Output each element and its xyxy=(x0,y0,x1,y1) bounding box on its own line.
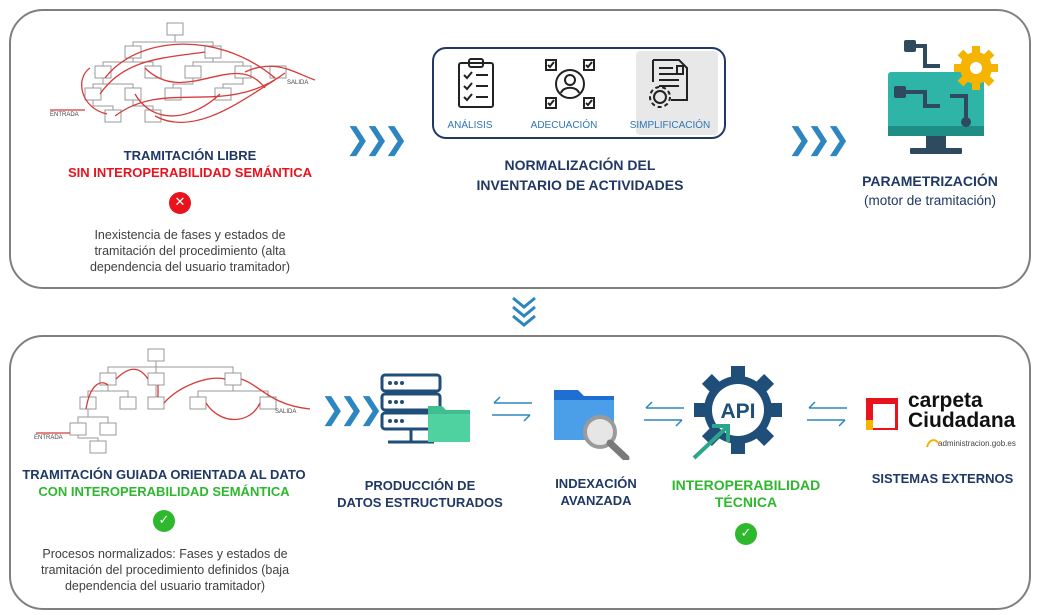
salida-label: SALIDA xyxy=(287,80,308,86)
chevrons-right-icon: ❯❯❯ xyxy=(345,122,408,157)
libre-description: Inexistencia de fases y estados de trami… xyxy=(89,228,291,274)
checklist-icon xyxy=(458,58,494,108)
bottom-panel xyxy=(9,335,1031,610)
chevrons-right-icon: ❯❯❯ xyxy=(320,392,383,427)
api-label: API xyxy=(720,400,755,423)
logo-word-1: carpeta xyxy=(908,389,983,412)
double-arrow-icon xyxy=(644,401,684,427)
free-flow-diagram: ENTRADA SALIDA xyxy=(50,22,316,124)
logo-word-2: Ciudadana xyxy=(908,409,1016,432)
user-check-icon xyxy=(545,59,595,109)
guided-flow-diagram: ENTRADA SALIDA xyxy=(34,348,311,454)
check-icon: ✓ xyxy=(153,510,175,532)
libre-title: TRAMITACIÓN LIBRE SIN INTEROPERABILIDAD … xyxy=(67,148,313,180)
document-gear-icon xyxy=(649,59,688,108)
double-arrow-icon xyxy=(492,396,532,422)
externos-title: SISTEMAS EXTERNOS xyxy=(871,471,1014,486)
entrada-label: ENTRADA xyxy=(34,435,63,441)
interop-title: INTEROPERABILIDAD TÉCNICA xyxy=(671,477,821,510)
activities-box xyxy=(432,47,726,139)
entrada-label: ENTRADA xyxy=(50,112,79,118)
label-adecuacion: ADECUACIÓN xyxy=(530,120,598,131)
server-folder-icon xyxy=(380,373,470,444)
api-gear-icon: API xyxy=(692,366,782,460)
label-analisis: ANÁLISIS xyxy=(447,120,493,131)
parametrizacion-subtitle: (motor de tramitación) xyxy=(863,193,997,208)
salida-label: SALIDA xyxy=(275,409,296,415)
label-simplificacion: SIMPLIFICACIÓN xyxy=(629,120,711,131)
guiada-title: TRAMITACIÓN GUIADA ORIENTADA AL DATO CON… xyxy=(22,467,306,499)
error-icon: ✕ xyxy=(169,192,191,214)
carpeta-ciudadana-logo: carpeta Ciudadana administracion.gob.es xyxy=(862,390,1032,460)
parametrizacion-title: PARAMETRIZACIÓN xyxy=(862,173,998,189)
logo-mark-icon xyxy=(866,398,898,430)
double-arrow-icon xyxy=(807,401,847,427)
logo-domain: administracion.gob.es xyxy=(938,439,1016,448)
check-icon: ✓ xyxy=(735,523,757,545)
chevrons-down-icon xyxy=(512,296,536,327)
produccion-title: PRODUCCIÓN DE DATOS ESTRUCTURADOS xyxy=(337,478,503,510)
normalizacion-title: NORMALIZACIÓN DEL INVENTARIO DE ACTIVIDA… xyxy=(476,157,684,193)
guiada-description: Procesos normalizados: Fases y estados d… xyxy=(40,547,290,593)
indexacion-title: INDEXACIÓN AVANZADA xyxy=(555,476,637,508)
chevrons-right-icon: ❯❯❯ xyxy=(787,122,850,157)
logo-swoosh-icon xyxy=(926,439,940,448)
monitor-gear-icon xyxy=(888,40,998,154)
folder-search-icon xyxy=(554,390,630,460)
